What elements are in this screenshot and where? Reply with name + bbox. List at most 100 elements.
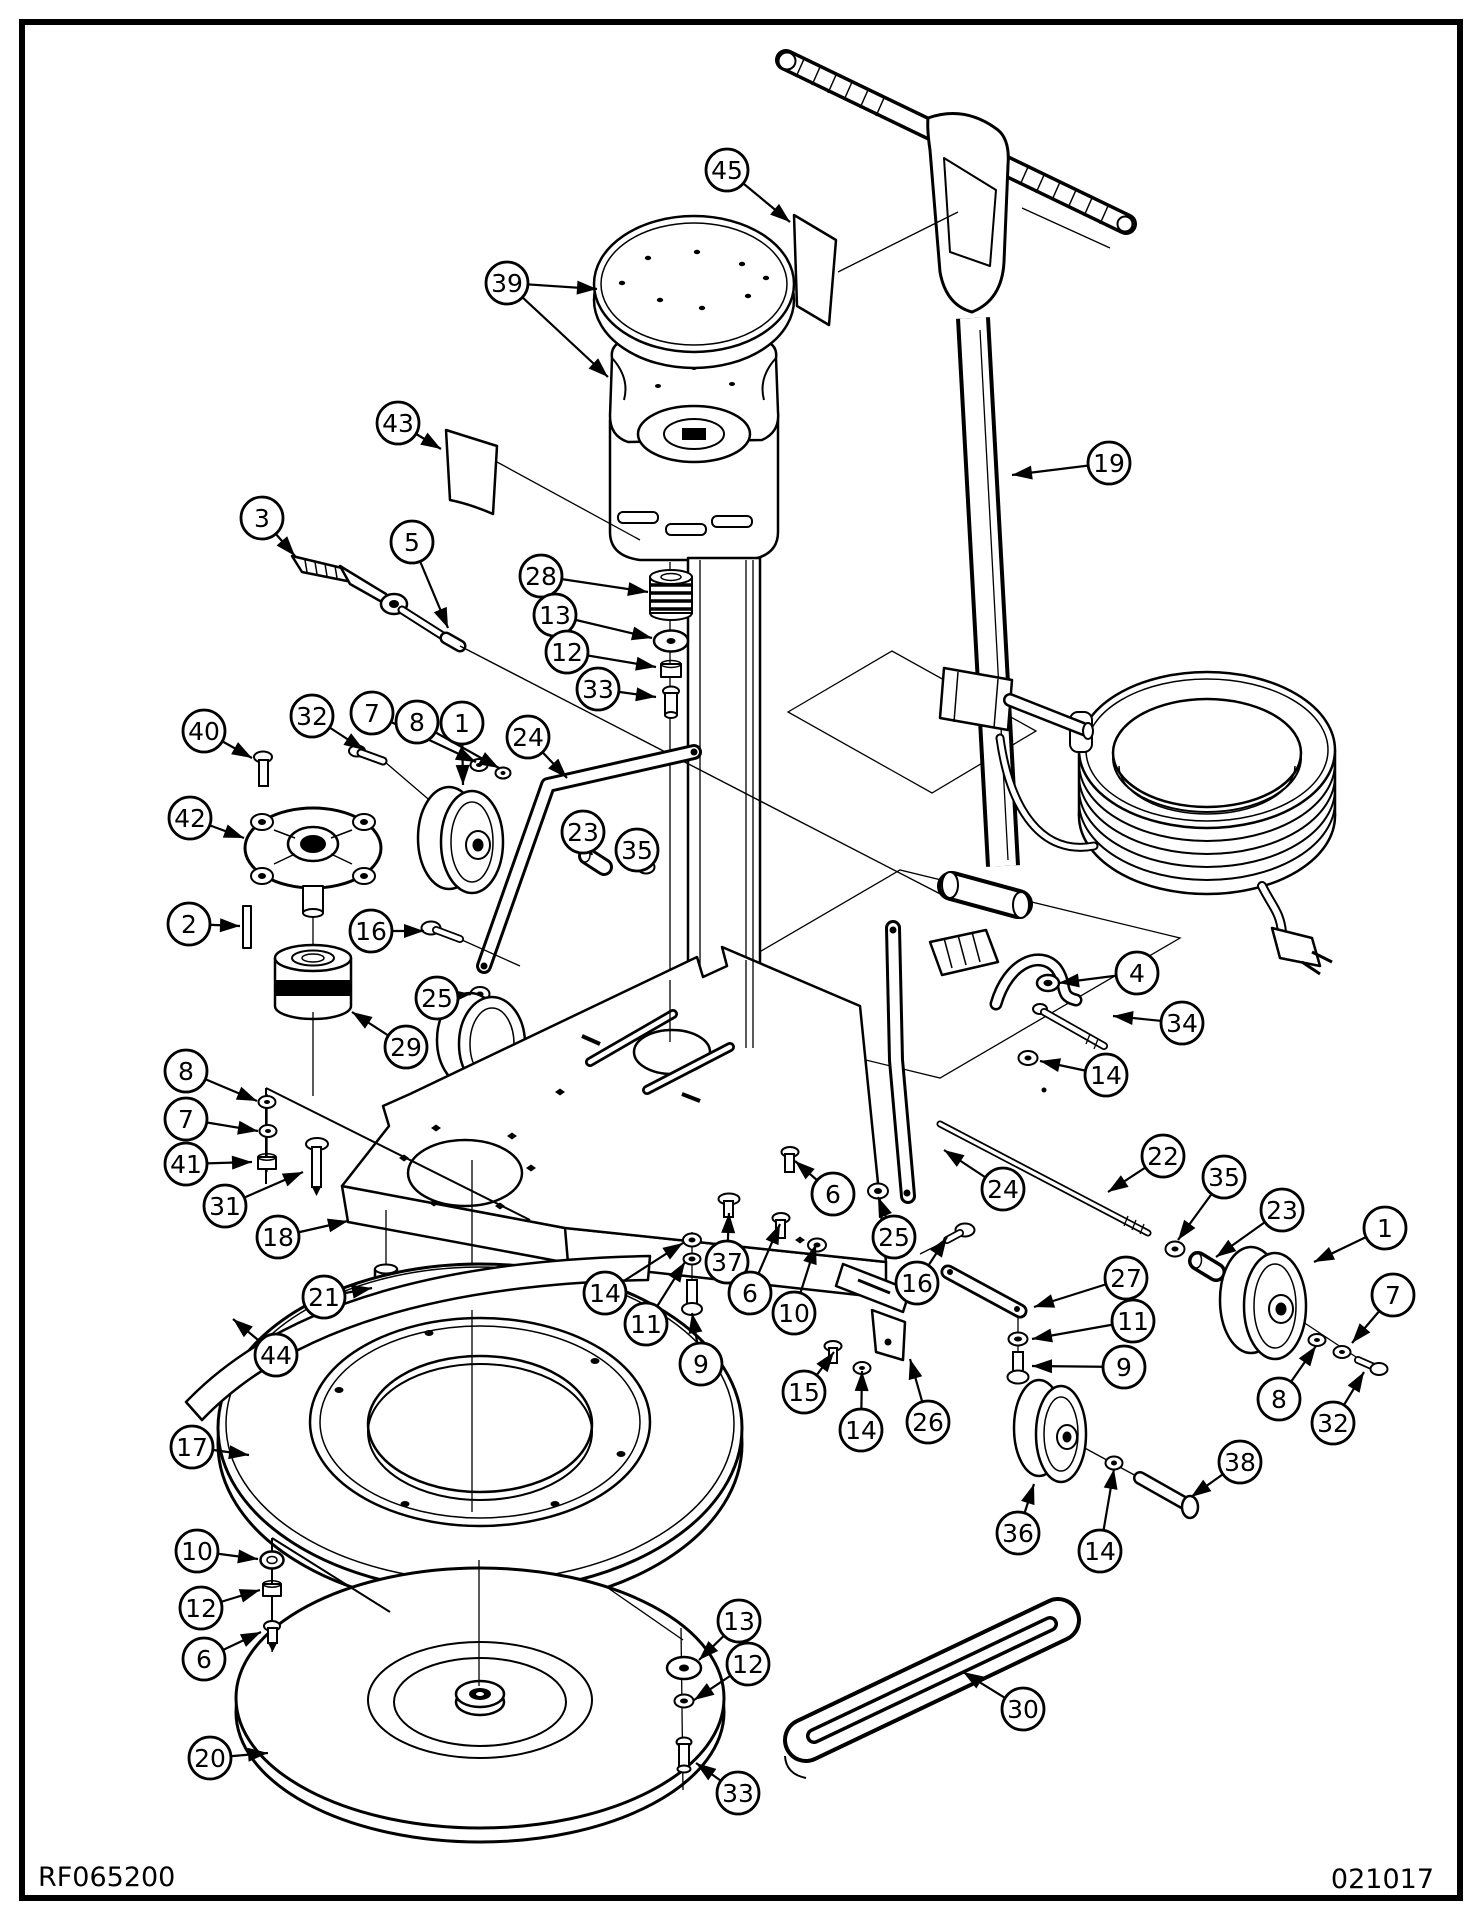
callout-number-19: 19	[1093, 449, 1125, 478]
callout-balloon-28	[518, 553, 564, 599]
callout-balloon-36	[995, 1510, 1041, 1556]
page-border	[19, 19, 1463, 1901]
callout-number-35: 35	[1208, 1163, 1240, 1192]
callout-balloon-1	[1362, 1205, 1408, 1251]
callout-balloon-16	[348, 908, 394, 954]
handle-assembly	[775, 49, 1137, 919]
deck-brush-hole	[406, 1138, 524, 1208]
callout-balloon-14	[582, 1270, 628, 1316]
callout-number-14: 14	[1090, 1061, 1122, 1090]
callout-balloon-25	[871, 1214, 917, 1260]
callout-number-32: 32	[1317, 1409, 1349, 1438]
callout-balloon-33	[575, 666, 621, 712]
callout-balloon-10	[174, 1528, 220, 1574]
callout-balloon-9	[678, 1341, 724, 1387]
callout-balloon-8	[394, 699, 440, 745]
callout-number-20: 20	[194, 1744, 226, 1773]
callout-number-12: 12	[732, 1650, 764, 1679]
callout-balloon-44	[253, 1332, 299, 1378]
bracket-26-upper	[834, 1262, 912, 1314]
revision-code-label: 021017	[1331, 1864, 1434, 1895]
callout-balloon-25	[414, 975, 460, 1021]
callout-balloon-1	[439, 700, 485, 746]
callout-balloon-35	[1201, 1154, 1247, 1200]
hardware-stack-bottom-center	[607, 1587, 703, 1791]
label-plate-45	[792, 213, 838, 327]
callout-number-12: 12	[185, 1594, 217, 1623]
callout-balloon-9	[1101, 1344, 1147, 1390]
callout-balloon-20	[187, 1735, 233, 1781]
callout-number-8: 8	[1271, 1385, 1287, 1414]
callout-balloon-23	[1259, 1187, 1305, 1233]
grip-hatching	[795, 58, 1109, 225]
wheel-right-assembly	[1218, 1245, 1389, 1376]
cord-plug	[1270, 926, 1322, 968]
callout-balloon-18	[255, 1214, 301, 1260]
callout-number-7: 7	[364, 699, 380, 728]
callout-balloon-27	[1103, 1255, 1149, 1301]
callout-number-41: 41	[170, 1150, 202, 1179]
callout-balloon-29	[383, 1024, 429, 1070]
callout-balloon-45	[704, 147, 750, 193]
trigger-rod	[459, 645, 953, 901]
callout-number-24: 24	[987, 1175, 1019, 1204]
callout-balloon-5	[389, 519, 435, 565]
callout-balloon-12	[725, 1641, 771, 1687]
callout-balloon-7	[163, 1096, 209, 1142]
callout-balloon-37	[704, 1239, 750, 1285]
bracket-26-lower	[870, 1308, 907, 1362]
callout-balloon-21	[301, 1274, 347, 1320]
callout-balloon-4	[1114, 950, 1160, 996]
callout-number-23: 23	[1266, 1196, 1298, 1225]
callout-number-14: 14	[1084, 1537, 1116, 1566]
callout-number-38: 38	[1224, 1448, 1256, 1477]
callout-number-35: 35	[621, 836, 653, 865]
callout-balloon-11	[1110, 1298, 1156, 1344]
callout-balloon-19	[1086, 440, 1132, 486]
callout-leader-39	[506, 282, 609, 378]
callout-number-8: 8	[178, 1057, 194, 1086]
callout-number-29: 29	[390, 1033, 422, 1062]
callout-balloon-24	[505, 714, 551, 760]
callout-number-6: 6	[196, 1645, 212, 1674]
callout-number-6: 6	[825, 1180, 841, 1209]
callout-number-11: 11	[1117, 1307, 1149, 1336]
callout-number-45: 45	[711, 156, 743, 185]
switch-block	[928, 928, 1000, 977]
callout-number-43: 43	[382, 409, 414, 438]
callout-balloon-15	[781, 1369, 827, 1415]
callout-balloon-40	[181, 708, 227, 754]
callout-number-28: 28	[525, 562, 557, 591]
callout-balloon-32	[1310, 1400, 1356, 1446]
spring-hardware-stack	[649, 562, 693, 1040]
callout-number-6: 6	[742, 1279, 758, 1308]
pin-2	[242, 905, 252, 949]
callout-number-3: 3	[254, 504, 270, 533]
callout-balloon-22	[1140, 1133, 1186, 1179]
callout-number-9: 9	[1116, 1353, 1132, 1382]
axle-rod-assembly	[936, 1120, 1226, 1282]
washer-10-bl	[259, 1550, 285, 1570]
decal-plate-43	[444, 428, 641, 541]
caster-wheel-assembly	[1012, 1378, 1200, 1520]
callout-number-42: 42	[174, 804, 206, 833]
callout-number-33: 33	[582, 675, 614, 704]
callout-number-22: 22	[1147, 1142, 1179, 1171]
callout-number-23: 23	[567, 818, 599, 847]
callout-number-7: 7	[178, 1105, 194, 1134]
phantom-plane-upper	[786, 650, 1038, 794]
callout-balloon-30	[1000, 1686, 1046, 1732]
callout-number-16: 16	[355, 917, 387, 946]
deck-base-plate	[257, 945, 888, 1400]
callout-balloon-31	[202, 1183, 248, 1229]
belt-30	[783, 1597, 1081, 1779]
callout-number-2: 2	[181, 910, 197, 939]
callout-number-16: 16	[901, 1269, 933, 1298]
callout-number-13: 13	[539, 601, 571, 630]
callout-balloon-16	[894, 1260, 940, 1306]
callout-number-25: 25	[421, 984, 453, 1013]
callout-number-17: 17	[176, 1433, 208, 1462]
callout-balloon-7	[349, 690, 395, 736]
